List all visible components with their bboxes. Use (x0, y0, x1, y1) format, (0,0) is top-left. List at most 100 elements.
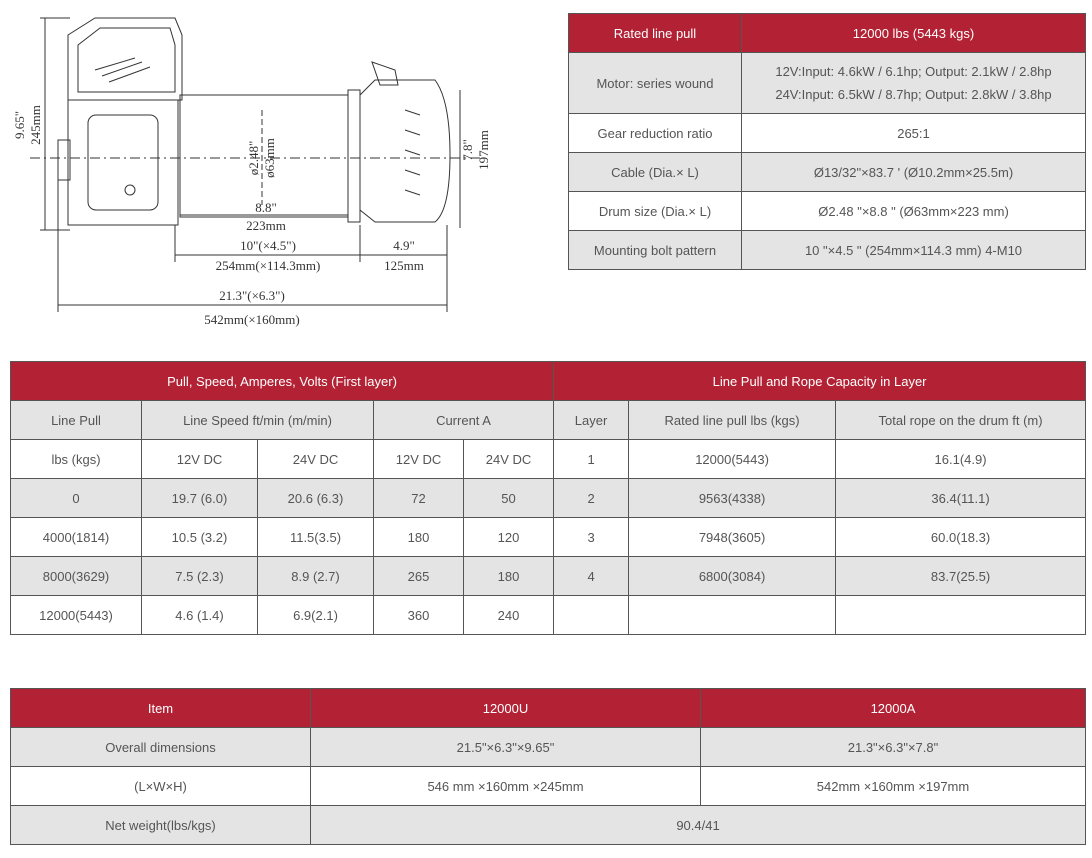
spec-label: Motor: series wound (568, 52, 742, 114)
spec-value: 10 "×4.5 " (254mm×114.3 mm) 4-M10 (741, 230, 1086, 270)
spec-label: Cable (Dia.× L) (568, 152, 742, 192)
sub-lbs: lbs (kgs) (10, 439, 142, 479)
spec-table: Rated line pull 12000 lbs (5443 kgs) Mot… (568, 13, 1086, 270)
table-row: Overall dimensions 21.5"×6.3"×9.65" 21.3… (10, 727, 1086, 767)
speed24-cell: 6.9(2.1) (257, 595, 374, 635)
dim-total-mm: 542mm(×160mm) (204, 312, 299, 327)
current12-cell: 72 (373, 478, 464, 518)
perf-title-row: Pull, Speed, Amperes, Volts (First layer… (9, 361, 1087, 401)
dim-label: Overall dimensions (10, 727, 311, 767)
sub-24v-speed: 24V DC (257, 439, 374, 479)
spec-label: Drum size (Dia.× L) (568, 191, 742, 231)
dim-height-in: 9.65" (12, 111, 27, 139)
spec-value: 12000 lbs (5443 kgs) (741, 13, 1086, 53)
dim-end-mm: 125mm (384, 258, 424, 273)
rated-cell: 9563(4338) (628, 478, 837, 518)
speed24-cell: 8.9 (2.7) (257, 556, 374, 596)
spec-value-motor: 12V:Input: 4.6kW / 6.1hp; Output: 2.1kW … (741, 52, 1086, 114)
col-item: Item (10, 688, 311, 728)
dim-bolt-mm: 254mm(×114.3mm) (216, 258, 321, 273)
speed12-cell: 10.5 (3.2) (141, 517, 258, 557)
pull-cell: 12000(5443) (10, 595, 142, 635)
speed12-cell: 7.5 (2.3) (141, 556, 258, 596)
current12-cell: 265 (373, 556, 464, 596)
rated-cell (628, 595, 837, 635)
layer-cell: 3 (553, 517, 630, 557)
col-rated: Rated line pull lbs (kgs) (628, 400, 837, 440)
weight-row: Net weight(lbs/kgs) 90.4/41 (10, 805, 1086, 845)
pull-cell: 0 (10, 478, 142, 518)
dim-side-mm: 197mm (476, 130, 491, 170)
spec-value: Ø13/32"×83.7 ' (Ø10.2mm×25.5m) (741, 152, 1086, 192)
spec-row-bolt: Mounting bolt pattern 10 "×4.5 " (254mm×… (568, 230, 1086, 270)
weight-label: Net weight(lbs/kgs) (10, 805, 311, 845)
motor-12v: 12V:Input: 4.6kW / 6.1hp; Output: 2.1kW … (775, 64, 1052, 79)
col-model-a: 12000U (310, 688, 701, 728)
table-row: 8000(3629) 7.5 (2.3) 8.9 (2.7) 265 180 4… (10, 556, 1087, 596)
rated-cell: 12000(5443) (628, 439, 837, 479)
sub-24v-current: 24V DC (462, 439, 555, 479)
rated-cell: 7948(3605) (628, 517, 837, 557)
winch-drawing: 9.65" 245mm ø2.48" ø63mm 7.8" 197mm 8.8"… (12, 17, 491, 327)
current12-cell: 360 (373, 595, 464, 635)
current24-cell: 120 (462, 517, 555, 557)
pull-cell: 4000(1814) (10, 517, 142, 557)
dim-drum-len-in: 8.8" (255, 200, 277, 215)
layer-cell: 4 (553, 556, 630, 596)
pull-cell: 8000(3629) (10, 556, 142, 596)
spec-row-cable: Cable (Dia.× L) Ø13/32"×83.7 ' (Ø10.2mm×… (568, 152, 1086, 192)
speed12-cell: 19.7 (6.0) (141, 478, 258, 518)
perf-subheader-row: lbs (kgs) 12V DC 24V DC 12V DC 24V DC 1 … (10, 439, 1087, 479)
rated-cell: 6800(3084) (628, 556, 837, 596)
layer-cell (553, 595, 630, 635)
spec-value: Ø2.48 "×8.8 " (Ø63mm×223 mm) (741, 191, 1086, 231)
dim-label: (L×W×H) (10, 766, 311, 806)
spec-label: Rated line pull (568, 13, 742, 53)
speed24-cell: 11.5(3.5) (257, 517, 374, 557)
col-total-rope: Total rope on the drum ft (m) (835, 400, 1087, 440)
spec-row-drum: Drum size (Dia.× L) Ø2.48 "×8.8 " (Ø63mm… (568, 191, 1086, 231)
perf-right-title: Line Pull and Rope Capacity in Layer (553, 361, 1087, 401)
spec-row-gear: Gear reduction ratio 265:1 (568, 113, 1086, 153)
table-row: 0 19.7 (6.0) 20.6 (6.3) 72 50 2 9563(433… (10, 478, 1087, 518)
rope-cell (835, 595, 1087, 635)
col-line-pull: Line Pull (10, 400, 142, 440)
dim-total-in: 21.3"(×6.3") (219, 288, 285, 303)
col-model-b: 12000A (700, 688, 1086, 728)
layer-cell: 1 (553, 439, 630, 479)
dim-bolt-in: 10"(×4.5") (240, 238, 296, 253)
dim-end-in: 4.9" (393, 238, 415, 253)
performance-table: Pull, Speed, Amperes, Volts (First layer… (9, 361, 1087, 635)
perf-header-row: Line Pull Line Speed ft/min (m/min) Curr… (10, 400, 1087, 440)
sub-12v-speed: 12V DC (141, 439, 258, 479)
spec-label: Gear reduction ratio (568, 113, 742, 153)
col-current: Current A (372, 400, 555, 440)
rope-cell: 60.0(18.3) (835, 517, 1087, 557)
current24-cell: 180 (462, 556, 555, 596)
col-line-speed: Line Speed ft/min (m/min) (141, 400, 374, 440)
dim-side-in: 7.8" (460, 139, 475, 161)
spec-label: Mounting bolt pattern (568, 230, 742, 270)
dim-height-mm: 245mm (28, 105, 43, 145)
spec-value: 265:1 (741, 113, 1086, 153)
dim-value-a: 21.5"×6.3"×9.65" (310, 727, 701, 767)
sub-12v-current: 12V DC (373, 439, 464, 479)
dim-value-a: 546 mm ×160mm ×245mm (310, 766, 701, 806)
layer-cell: 2 (553, 478, 630, 518)
rope-cell: 83.7(25.5) (835, 556, 1087, 596)
speed24-cell: 20.6 (6.3) (257, 478, 374, 518)
dim-drum-dia-in: ø2.48" (246, 141, 261, 176)
rope-cell: 16.1(4.9) (835, 439, 1087, 479)
motor-24v: 24V:Input: 6.5kW / 8.7hp; Output: 2.8kW … (775, 87, 1052, 102)
table-row: (L×W×H) 546 mm ×160mm ×245mm 542mm ×160m… (10, 766, 1086, 806)
spec-row-motor: Motor: series wound 12V:Input: 4.6kW / 6… (568, 52, 1086, 114)
table-row: 12000(5443) 4.6 (1.4) 6.9(2.1) 360 240 (10, 595, 1087, 635)
dimensions-table: Item 12000U 12000A Overall dimensions 21… (10, 688, 1086, 845)
current12-cell: 180 (373, 517, 464, 557)
speed12-cell: 4.6 (1.4) (141, 595, 258, 635)
rope-cell: 36.4(11.1) (835, 478, 1087, 518)
dim-header-row: Item 12000U 12000A (10, 688, 1086, 728)
dim-value-b: 21.3"×6.3"×7.8" (700, 727, 1086, 767)
current24-cell: 240 (462, 595, 555, 635)
weight-value: 90.4/41 (310, 805, 1086, 845)
